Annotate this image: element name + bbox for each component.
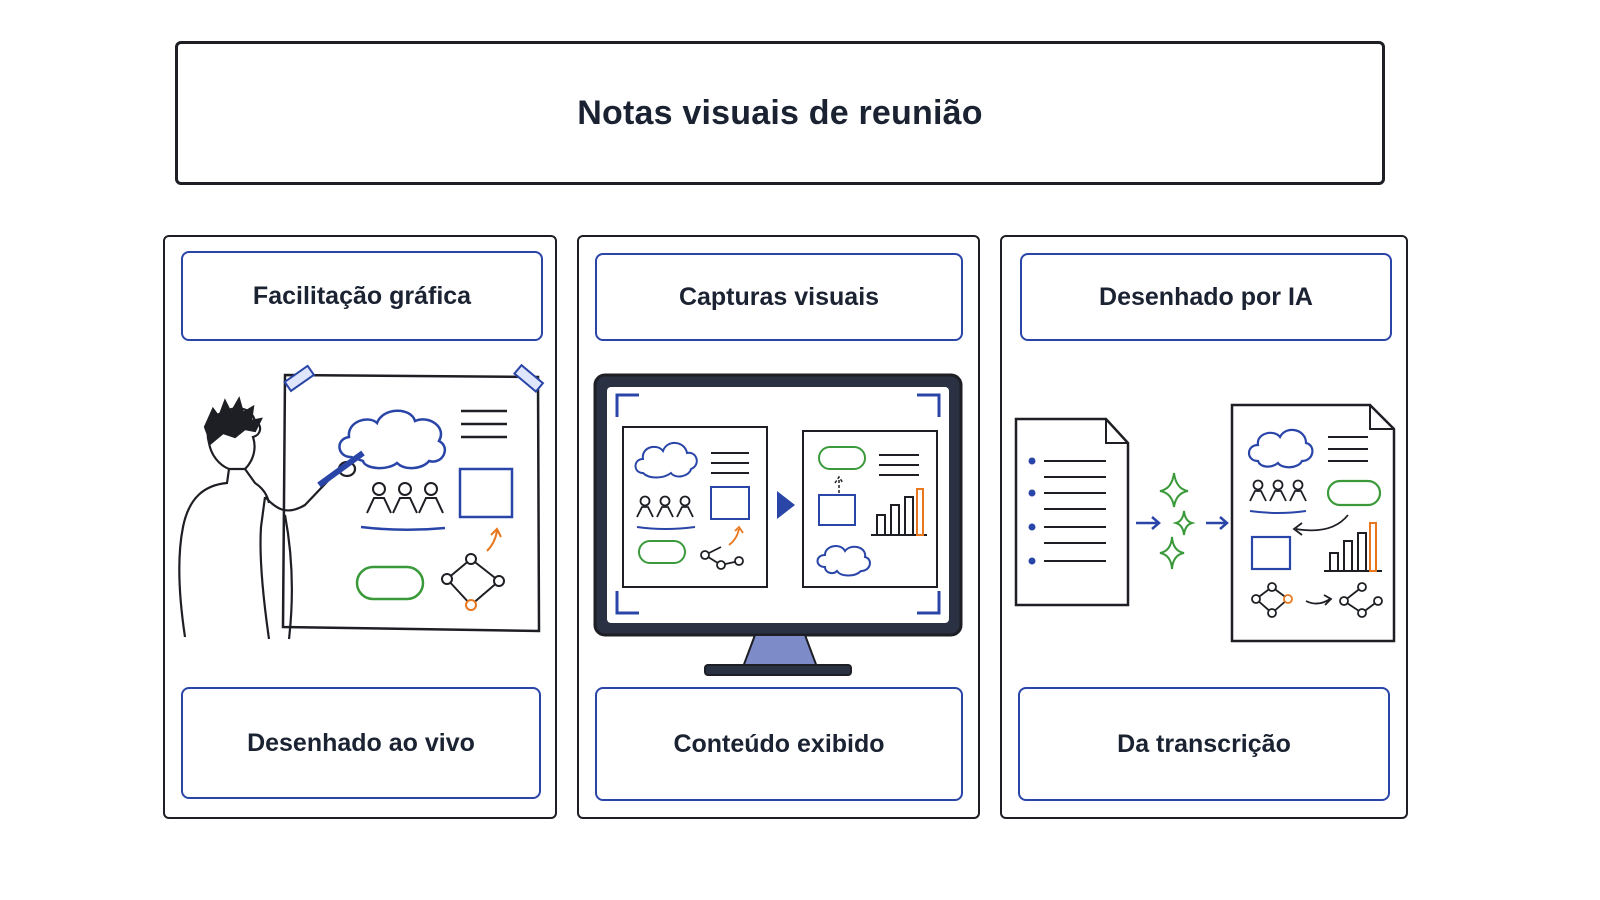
pill-shape bbox=[1326, 479, 1382, 507]
panel-footer-label: Conteúdo exibido bbox=[673, 729, 885, 758]
text-lines-icon bbox=[461, 409, 507, 439]
network-icon bbox=[441, 553, 505, 611]
text-lines-icon bbox=[1328, 436, 1368, 462]
tape-icon bbox=[283, 363, 545, 394]
network-icon bbox=[700, 546, 744, 570]
cloud-icon bbox=[634, 442, 698, 479]
panel-footer: Da transcrição bbox=[1018, 687, 1390, 801]
arrow-icon bbox=[1305, 594, 1333, 606]
panel-footer: Conteúdo exibido bbox=[595, 687, 963, 801]
bullet-list-icon bbox=[1028, 457, 1106, 565]
whiteboard bbox=[281, 373, 541, 633]
network-icon bbox=[1251, 582, 1293, 618]
panel-header-label: Desenhado por IA bbox=[1099, 282, 1313, 311]
transcript-document-icon bbox=[1014, 417, 1130, 607]
pill-shape bbox=[355, 565, 425, 601]
square-shape bbox=[818, 494, 856, 526]
connector-arrow bbox=[834, 475, 844, 493]
bar-chart-icon bbox=[871, 488, 927, 536]
arrow-icon bbox=[728, 525, 744, 546]
text-lines-icon bbox=[879, 454, 919, 476]
connector-arrow bbox=[1292, 514, 1349, 536]
page-title: Notas visuais de reunião bbox=[577, 93, 983, 132]
arrow-icon bbox=[486, 527, 502, 552]
title-box: Notas visuais de reunião bbox=[175, 41, 1385, 185]
facilitator-person bbox=[178, 396, 365, 640]
cloud-icon bbox=[816, 545, 871, 577]
cloud-icon bbox=[1247, 428, 1314, 469]
people-group-icon bbox=[1249, 479, 1307, 502]
people-group-icon bbox=[366, 482, 444, 514]
play-arrow-icon bbox=[777, 491, 795, 519]
cloud-icon bbox=[338, 409, 447, 470]
monitor-base bbox=[704, 664, 852, 676]
panel-graphic-facilitation: Facilitação gráfica bbox=[163, 235, 557, 819]
underline-stroke bbox=[1249, 510, 1307, 514]
network-icon bbox=[1339, 582, 1383, 618]
person-drawing-on-whiteboard-illustration bbox=[178, 363, 545, 640]
panel-visual-captures: Capturas visuais bbox=[577, 235, 980, 819]
panel-header-label: Capturas visuais bbox=[678, 282, 880, 311]
square-shape bbox=[710, 486, 750, 520]
capture-brackets bbox=[615, 393, 941, 615]
panel-footer-label: Da transcrição bbox=[1117, 729, 1291, 758]
underline-stroke bbox=[636, 526, 696, 530]
monitor-showing-slides-illustration bbox=[593, 373, 963, 676]
panel-header: Desenhado por IA bbox=[1020, 253, 1392, 341]
panel-header: Facilitação gráfica bbox=[181, 251, 543, 341]
pill-shape bbox=[638, 540, 686, 564]
monitor-stand bbox=[741, 634, 819, 668]
panel-header-label: Facilitação gráfica bbox=[252, 281, 472, 310]
sparkle-icon bbox=[1159, 472, 1196, 570]
square-shape bbox=[1250, 535, 1292, 571]
panel-header: Capturas visuais bbox=[595, 253, 963, 341]
pill-shape bbox=[818, 446, 866, 470]
panel-footer: Desenhado ao vivo bbox=[181, 687, 541, 799]
people-group-icon bbox=[636, 495, 694, 518]
square-shape bbox=[458, 467, 514, 519]
transcript-to-visual-notes-illustration bbox=[1014, 403, 1396, 643]
bar-chart-icon bbox=[1324, 522, 1382, 572]
arrow-icon bbox=[1136, 516, 1229, 530]
text-lines-icon bbox=[711, 452, 749, 474]
underline-stroke bbox=[360, 525, 446, 532]
visual-notes-document-icon bbox=[1230, 403, 1396, 643]
panel-ai-drawn: Desenhado por IA bbox=[1000, 235, 1408, 819]
panel-footer-label: Desenhado ao vivo bbox=[247, 728, 475, 757]
